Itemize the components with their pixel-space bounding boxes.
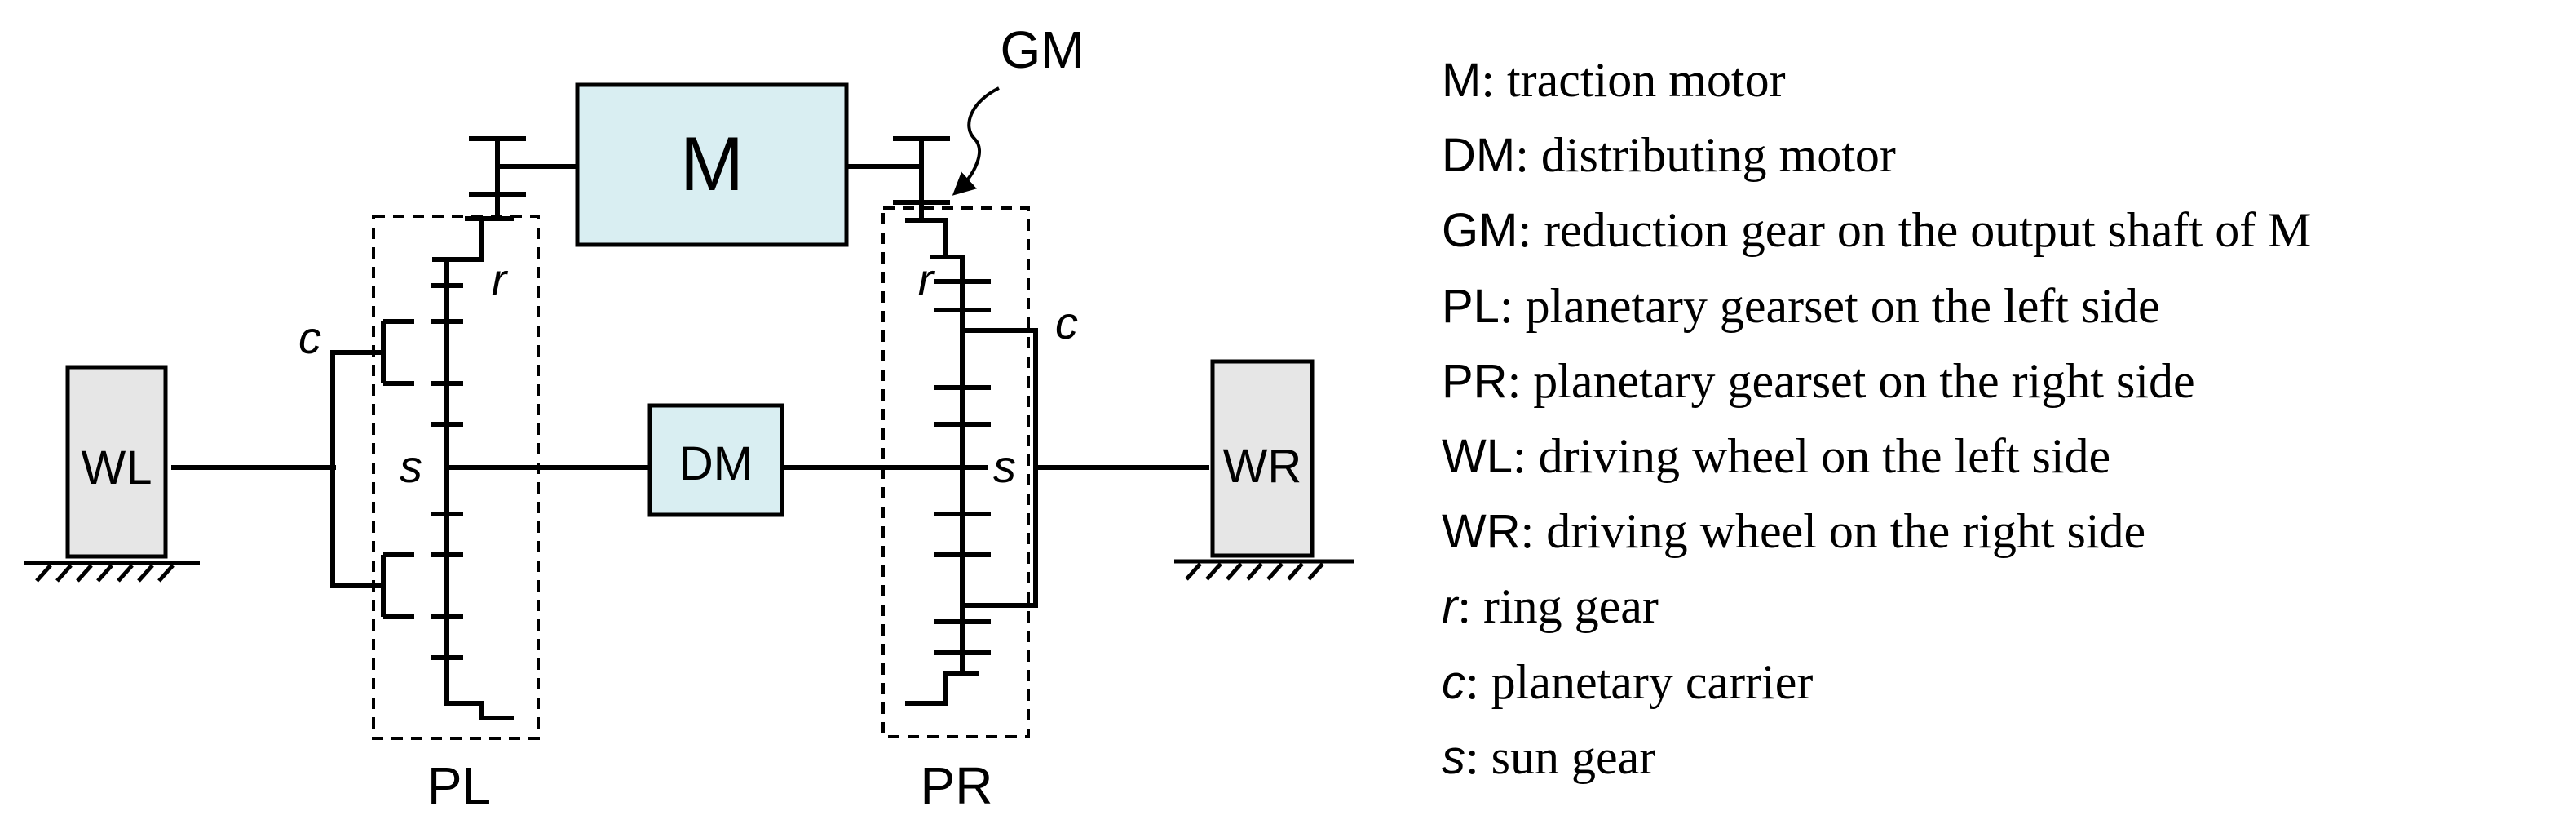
distributing-motor-block — [647, 403, 784, 517]
ground-left — [24, 561, 200, 583]
legend-text: : sun gear — [1465, 729, 1656, 784]
pr-label: PR — [921, 756, 993, 815]
wheel-right-label: WR — [1223, 440, 1302, 493]
legend-key: WR — [1442, 505, 1521, 559]
legend-item: M: traction motor — [1442, 42, 2312, 117]
right-motor-gear — [846, 136, 950, 205]
carrier-right-label: c — [1055, 297, 1078, 348]
legend-item: PL: planetary gearset on the left side — [1442, 268, 2312, 343]
legend-key: DM — [1442, 129, 1516, 183]
left-carrier — [330, 319, 414, 619]
legend-text: : ring gear — [1457, 579, 1659, 634]
legend-key: M — [1442, 54, 1482, 107]
pl-gearset-box — [372, 215, 540, 740]
legend-text: : planetary gearset on the right side — [1507, 353, 2195, 408]
legend-key: r — [1442, 580, 1458, 634]
legend: M: traction motor DM: distributing motor… — [1442, 42, 2312, 795]
carrier-left-label: c — [298, 312, 321, 363]
legend-item: r: ring gear — [1442, 569, 2312, 644]
legend-key: PL — [1442, 279, 1500, 333]
traction-motor-label: M — [680, 121, 744, 206]
legend-key: GM — [1442, 204, 1518, 258]
wheel-left-label: WL — [82, 441, 152, 494]
legend-key: c — [1442, 655, 1465, 709]
ground-right — [1174, 559, 1354, 581]
pl-label: PL — [427, 756, 491, 815]
legend-text: : planetary gearset on the left side — [1499, 278, 2160, 333]
ring-gear-right-label: r — [918, 254, 935, 305]
legend-text: : traction motor — [1481, 53, 1786, 107]
legend-item: WL: driving wheel on the left side — [1442, 419, 2312, 494]
legend-text: : driving wheel on the right side — [1520, 504, 2146, 559]
powertrain-diagram: M DM WL WR GM PL PR r c s r c s — [24, 20, 1354, 815]
legend-item: GM: reduction gear on the output shaft o… — [1442, 193, 2312, 268]
legend-item: PR: planetary gearset on the right side — [1442, 343, 2312, 419]
gm-arrow — [952, 86, 1000, 196]
legend-key: PR — [1442, 354, 1508, 408]
left-gear-train — [431, 194, 514, 720]
ring-gear-left-label: r — [492, 254, 509, 305]
right-carrier — [962, 328, 1038, 608]
legend-key: s — [1442, 730, 1465, 784]
legend-text: : distributing motor — [1515, 128, 1896, 183]
gm-label: GM — [1000, 20, 1084, 79]
sun-gear-right-label: s — [993, 441, 1016, 492]
wheel-right-block — [1210, 359, 1315, 558]
legend-item: c: planetary carrier — [1442, 645, 2312, 720]
legend-item: DM: distributing motor — [1442, 117, 2312, 193]
distributing-motor-label: DM — [679, 437, 753, 490]
legend-item: s: sun gear — [1442, 720, 2312, 795]
left-motor-gear — [469, 136, 576, 197]
right-gear-train — [905, 202, 991, 706]
sun-gear-left-label: s — [400, 441, 422, 492]
legend-text: : planetary carrier — [1465, 654, 1814, 709]
pr-gearset-box — [881, 206, 1030, 738]
legend-item: WR: driving wheel on the right side — [1442, 494, 2312, 569]
legend-key: WL — [1442, 429, 1513, 483]
legend-text: : reduction gear on the output shaft of … — [1518, 203, 2312, 258]
wheel-left-block — [65, 365, 168, 559]
traction-motor-block — [575, 82, 849, 247]
legend-text: : driving wheel on the left side — [1513, 428, 2111, 483]
